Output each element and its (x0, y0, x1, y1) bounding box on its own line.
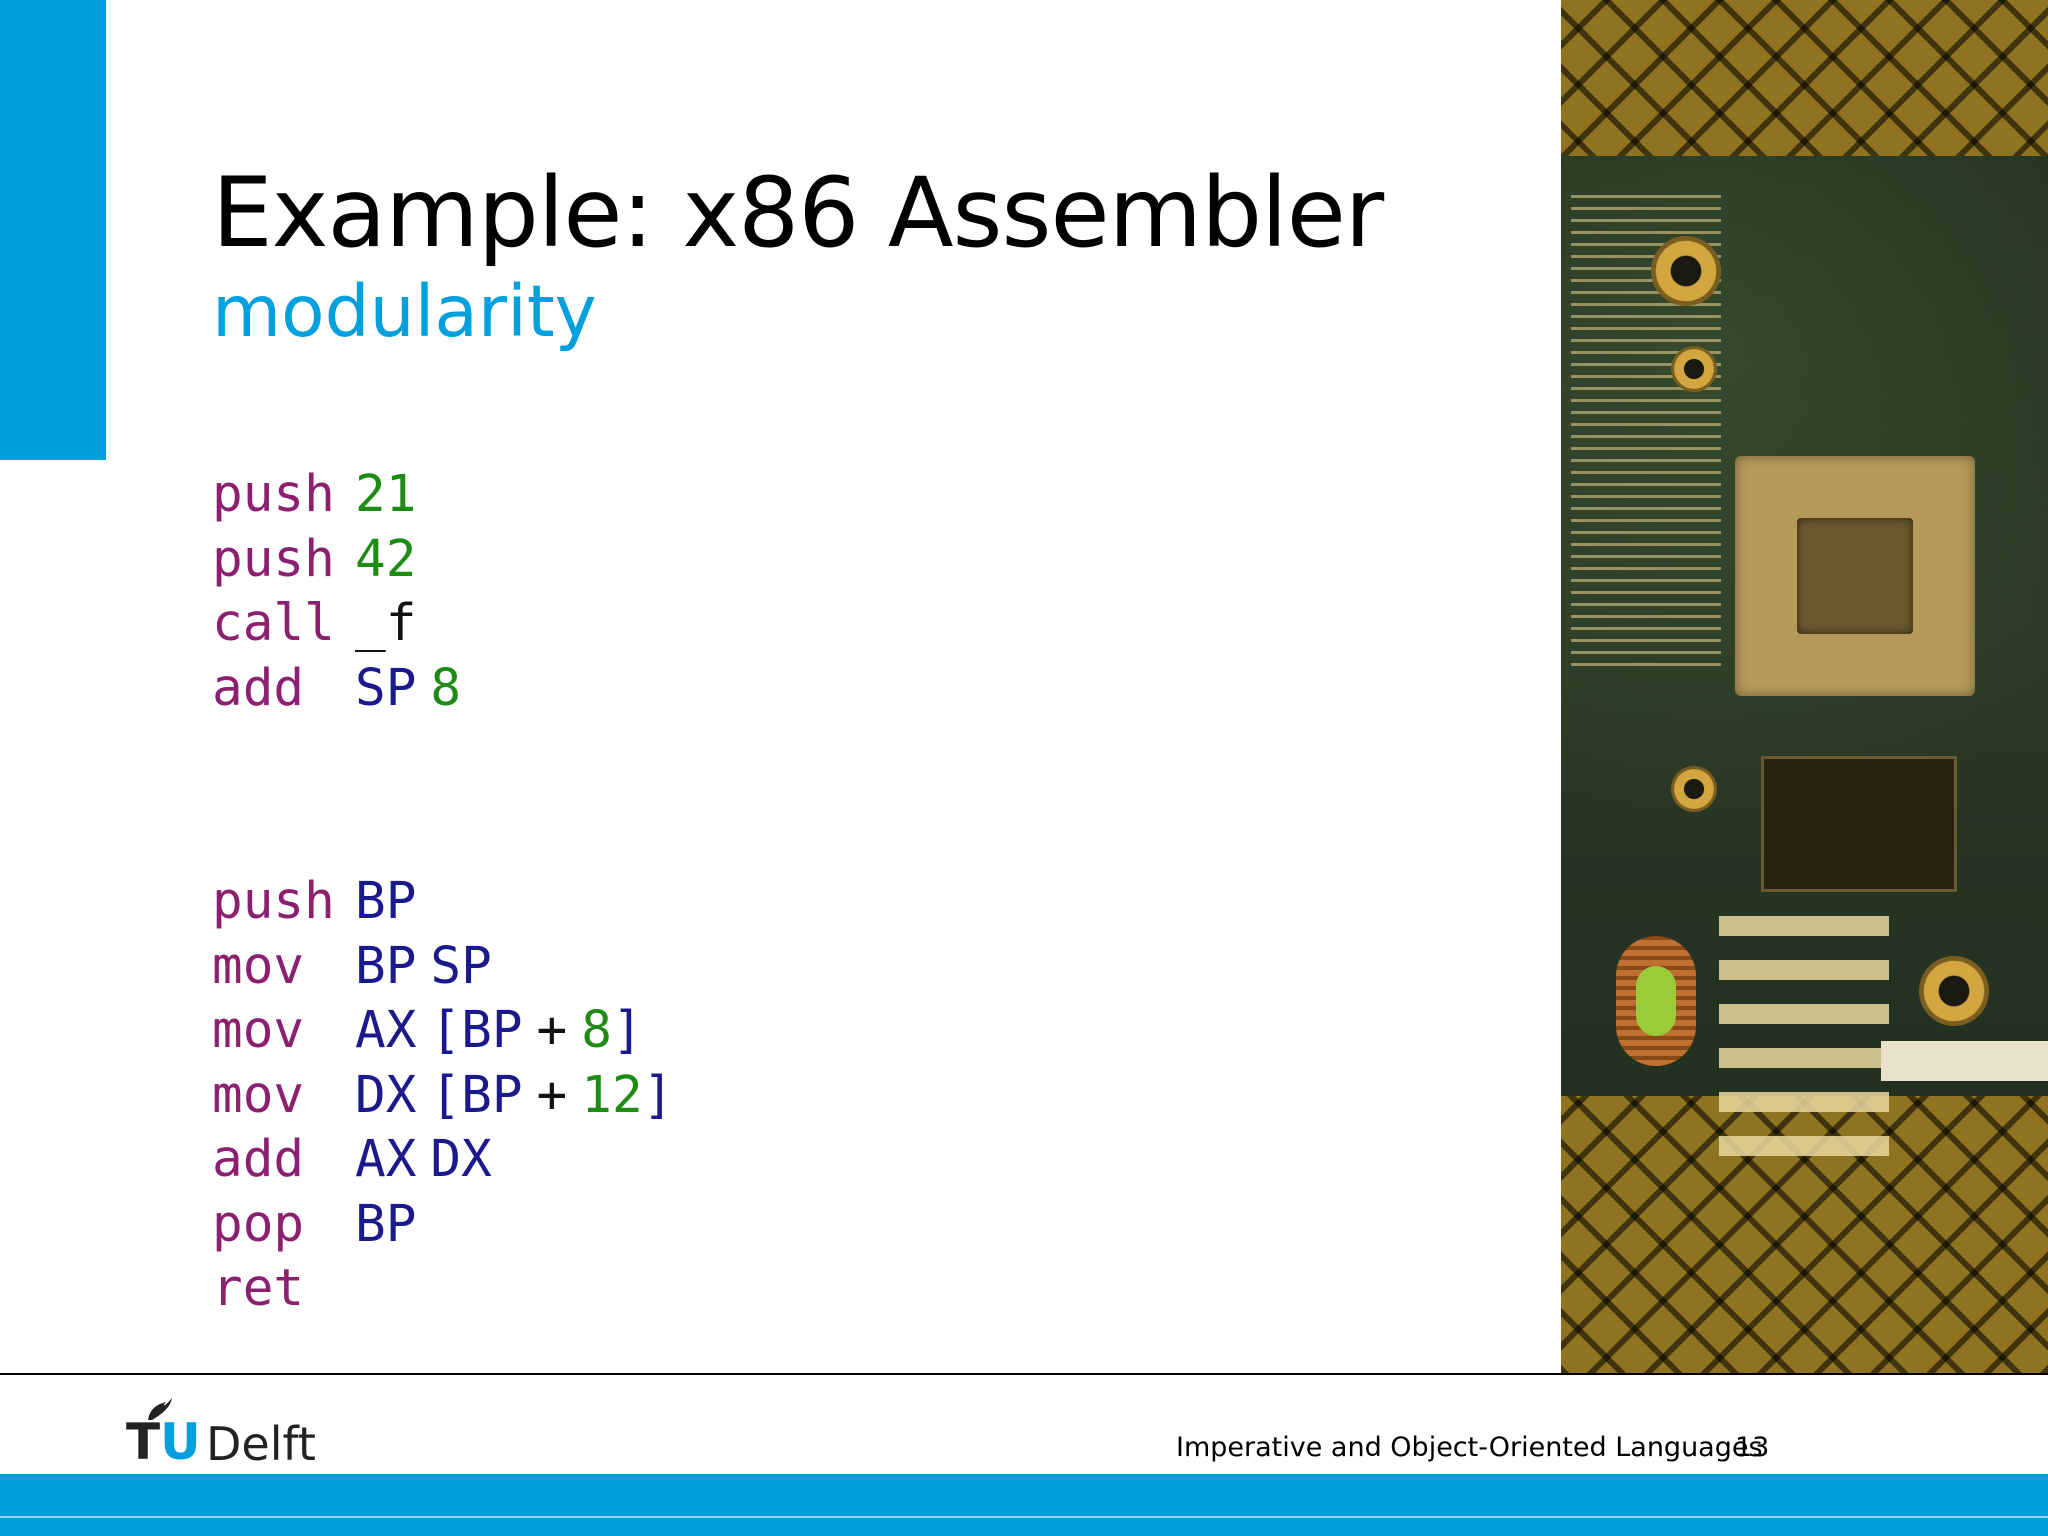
bottom-bar (0, 1474, 2048, 1536)
mounting-hole (1651, 236, 1721, 306)
code-operand: DX (355, 1065, 417, 1125)
code-operand: + (536, 1065, 568, 1125)
code-operand: + (536, 1001, 568, 1060)
mounting-hole (1919, 956, 1989, 1026)
logo-delft: Delft (206, 1417, 316, 1471)
code-instruction: mov (212, 1065, 305, 1125)
code-operand: SP (430, 936, 492, 996)
code-instruction: call (212, 594, 335, 653)
code-operand: 8 (430, 658, 462, 718)
mounting-hole (1671, 346, 1717, 392)
barcode-label (1881, 1041, 2048, 1081)
code-line: call _f (212, 592, 461, 657)
circuit-board (1561, 156, 2048, 1156)
code-operand: [BP (430, 1065, 523, 1125)
code-operand: DX (430, 1130, 492, 1189)
code-instruction: mov (212, 1001, 305, 1060)
circuit-board-photo (1561, 0, 2048, 1373)
code-instruction: pop (212, 1194, 305, 1254)
code-operand: [BP (430, 1001, 523, 1060)
code-instruction: add (212, 1130, 305, 1189)
code-operand: 12 (581, 1065, 643, 1125)
tu-delft-logo: TU Delft (126, 1396, 336, 1470)
logo-u: U (160, 1413, 201, 1471)
code-instruction: push (212, 529, 335, 589)
code-instruction: add (212, 658, 305, 718)
code-operand: 8 (581, 1001, 612, 1060)
code-line: push BP (212, 870, 673, 935)
footer-divider (0, 1373, 2048, 1375)
code-operand: _f (355, 594, 417, 653)
code-operand: BP (355, 936, 417, 996)
course-title: Imperative and Object-Oriented Languages (1176, 1432, 1763, 1463)
code-line: pop BP (212, 1193, 673, 1258)
code-operand: 21 (355, 465, 417, 524)
code-instruction: ret (212, 1259, 305, 1318)
code-operand: 42 (355, 529, 417, 589)
code-instruction: push (212, 465, 335, 524)
code-instruction: mov (212, 936, 305, 996)
code-operand: ] (642, 1065, 674, 1125)
page-number: 13 (1735, 1432, 1770, 1463)
code-operand: BP (355, 1194, 417, 1254)
code-line: push 42 (212, 528, 461, 593)
slide-title: Example: x86 Assembler (212, 157, 1384, 269)
memory-chip (1761, 756, 1957, 892)
code-operand: BP (355, 872, 417, 931)
solder-pads (1719, 916, 1889, 1156)
code-instruction: push (212, 872, 335, 931)
code-operand: AX (355, 1001, 417, 1060)
flame-icon (148, 1398, 172, 1420)
logo-tu: TU (126, 1414, 201, 1470)
accent-bar (0, 0, 106, 460)
code-line: mov AX[BP+8] (212, 999, 673, 1064)
code-line: ret (212, 1257, 673, 1322)
cpu-die (1797, 518, 1913, 634)
inductor-coil (1616, 936, 1696, 1066)
code-line: mov DX[BP+12] (212, 1064, 673, 1129)
cpu-chip (1735, 456, 1975, 696)
code-operand: ] (611, 1001, 643, 1060)
code-line: push 21 (212, 463, 461, 528)
code-operand: AX (355, 1130, 417, 1189)
code-operand: SP (355, 658, 417, 718)
logo-t: T (126, 1413, 161, 1471)
slide-subtitle: modularity (212, 270, 597, 353)
mounting-hole (1671, 766, 1717, 812)
